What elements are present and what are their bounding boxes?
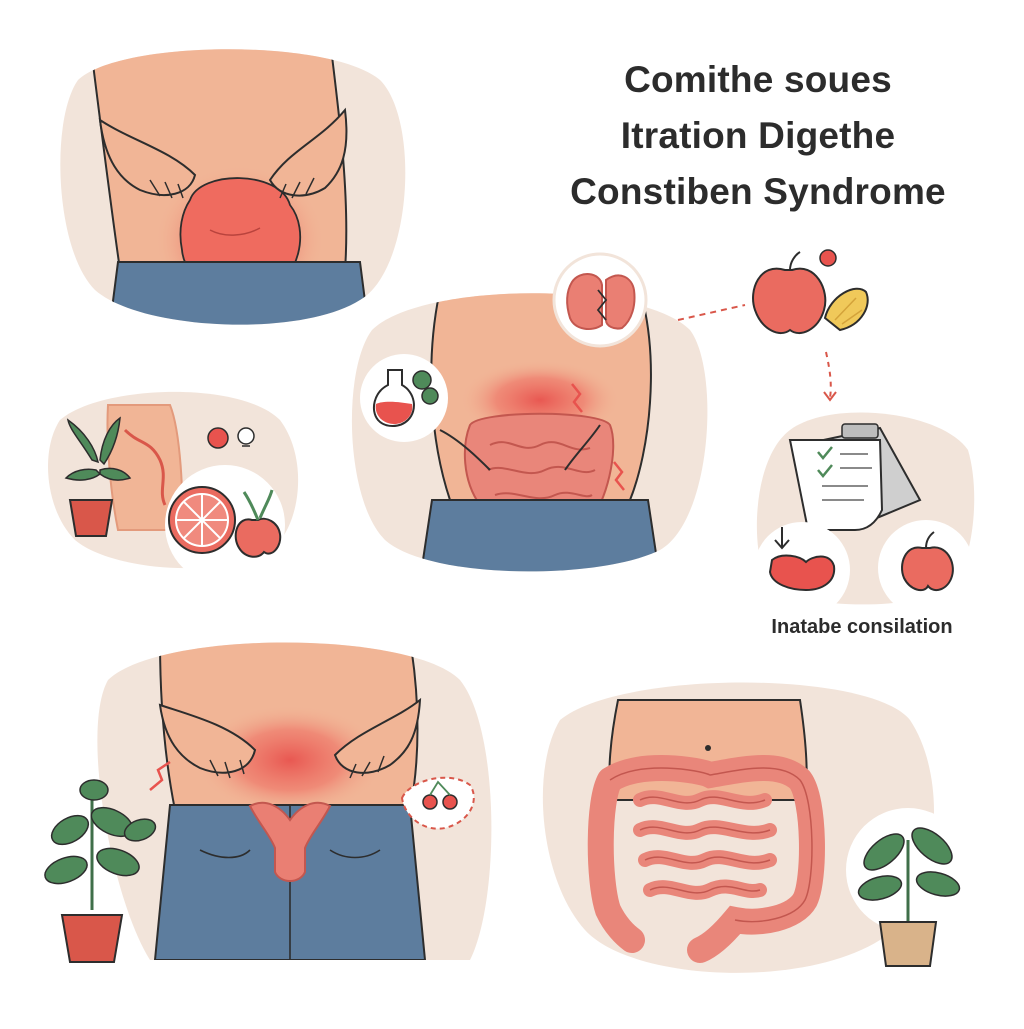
consultation-caption: Inatabe consilation	[771, 616, 953, 638]
lower-abdomen-panel	[44, 642, 492, 963]
apple-icon	[207, 427, 229, 449]
down-arrow-icon	[774, 527, 790, 550]
grapefruit-icon	[168, 486, 236, 554]
pain-spark-icon	[571, 383, 583, 413]
jeans-icon	[418, 499, 662, 572]
cherries-icon	[400, 776, 475, 830]
diet-panel	[677, 249, 869, 402]
gut-pain-panel	[351, 252, 708, 572]
apple-icon	[234, 489, 282, 558]
pain-spark-icon	[149, 760, 171, 791]
abdominal-bloating-panel	[60, 49, 406, 325]
plant-icon	[44, 779, 157, 963]
plants-fruit-panel	[48, 391, 299, 585]
plant-icon	[64, 416, 132, 537]
page-title: Comithe soues Itration Digethe Constiben…	[548, 52, 968, 220]
jeans-icon	[106, 261, 372, 325]
title-line-1: Comithe soues	[624, 59, 892, 100]
flask-icon	[372, 369, 439, 427]
stomach-icon	[566, 273, 636, 331]
title-line-3: Constiben Syndrome	[570, 171, 946, 212]
lemon-slice-icon	[823, 287, 869, 332]
consultation-panel	[754, 412, 975, 618]
hands-icon	[158, 697, 422, 779]
apple-icon	[752, 251, 827, 335]
hands-icon	[98, 107, 348, 199]
uterus-icon	[248, 801, 332, 882]
kidney-bean-icon	[768, 554, 836, 592]
lightbulb-icon	[237, 427, 255, 447]
cherry-icon	[819, 249, 837, 267]
clipboard-checklist-icon	[788, 423, 922, 531]
title-line-2: Itration Digethe	[620, 115, 896, 156]
plant-icon	[857, 827, 961, 967]
colon-panel	[542, 682, 970, 973]
colon-icon	[587, 755, 825, 963]
apple-icon	[901, 531, 954, 592]
